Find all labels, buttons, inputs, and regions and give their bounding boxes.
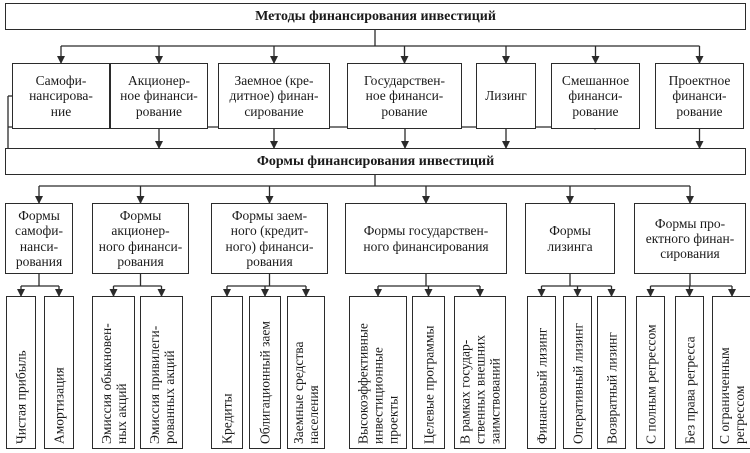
form-box: Формы про-ектного финан-сирования [634,203,746,274]
form-box: Формы заем-ного (кредит-ного) финанси-ро… [211,203,328,274]
leaf-box: С полным регрессом [636,296,665,449]
leaf-box: Облигационный заем [249,296,281,449]
leaf-box: Эмиссия обыкновен-ных акций [92,296,135,449]
leaf-box: Оперативный лизинг [563,296,592,449]
leaf-label: Целевые программы [420,325,436,444]
leaf-box: Без права регресса [675,296,704,449]
leaf-label: Облигационный заем [257,320,273,444]
form-label: Формы про-ектного финан-сирования [645,215,735,262]
leaf-box: Целевые программы [412,296,445,449]
leaf-label: Возвратный лизинг [603,331,619,444]
method-box: Самофи-нансирова-ние [12,63,110,129]
leaf-label: Финансовый лизинг [533,327,549,444]
method-label: Заемное (кре-дитное) финан-сирование [229,73,319,119]
method-box: Лизинг [476,63,536,129]
leaf-box: Возвратный лизинг [597,296,626,449]
form-box: Формы государствен-ного финансирования [345,203,507,274]
leaf-box: Эмиссия привилеги-рованных акций [140,296,183,449]
method-label: Лизинг [485,88,527,104]
leaf-label: Амортизация [51,366,67,444]
leaf-label: Чистая прибыль [13,349,29,444]
leaf-label: Без права регресса [681,335,697,444]
leaf-label: С полным регрессом [642,323,658,444]
form-label: Формы государствен-ного финансирования [363,223,489,254]
method-label: Самофи-нансирова-ние [29,73,93,119]
method-label: Государствен-ное финанси-рование [364,73,445,119]
method-label: Акционер-ное финанси-рование [120,73,198,119]
leaf-box: Амортизация [44,296,74,449]
method-box: Заемное (кре-дитное) финан-сирование [218,63,330,129]
methods-title: Методы финансирования инвестиций [255,8,496,24]
method-box: Акционер-ное финанси-рование [110,63,208,129]
forms-title: Формы финансирования инвестиций [256,153,495,169]
leaf-box: Финансовый лизинг [527,296,556,449]
leaf-label: Кредиты [219,392,235,444]
methods-title-box: Методы финансирования инвестиций [5,3,746,30]
leaf-box: Кредиты [211,296,243,449]
leaf-box: Чистая прибыль [6,296,36,449]
forms-title-box: Формы финансирования инвестиций [5,148,746,175]
form-label: Формы заем-ного (кредит-ного) финанси-ро… [225,208,314,269]
method-box: Государствен-ное финанси-рование [347,63,462,129]
leaf-label: Эмиссия привилеги-рованных акций [146,325,177,444]
leaf-label: Эмиссия обыкновен-ных акций [98,322,129,444]
leaf-label: Оперативный лизинг [569,322,585,444]
